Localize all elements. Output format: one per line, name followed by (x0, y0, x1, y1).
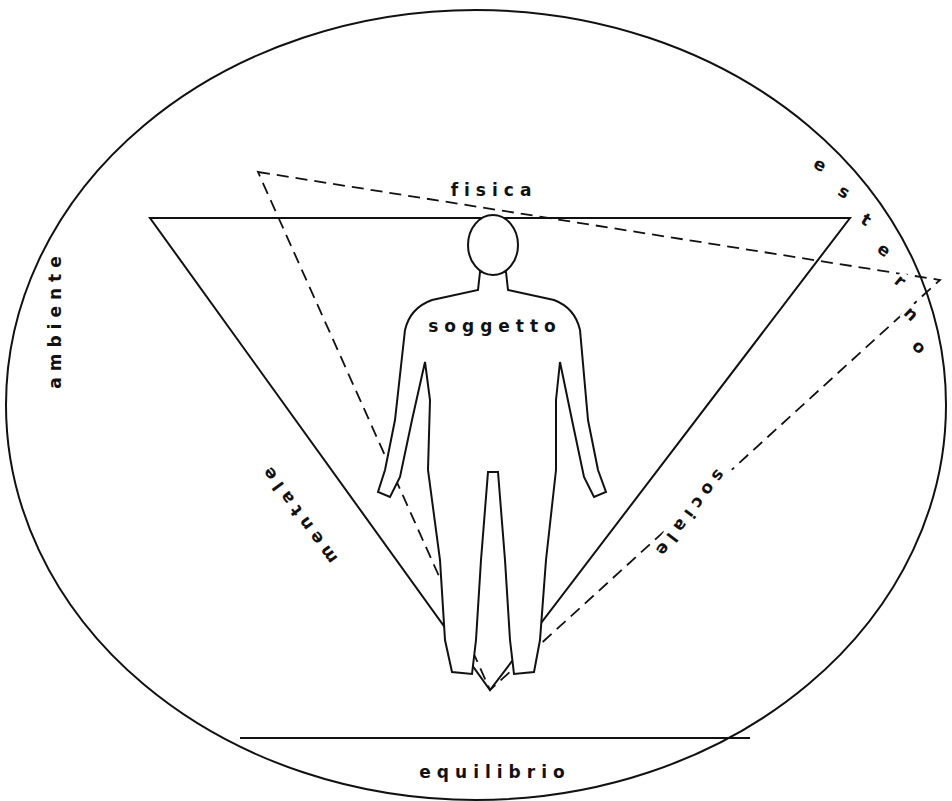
human-figure (378, 272, 606, 674)
arc-letter: e (873, 239, 895, 262)
subject-label: soggetto (420, 317, 564, 336)
dashed-triangle (258, 172, 940, 690)
arc-letter: o (908, 335, 931, 358)
dimension-label: fisica (443, 181, 540, 200)
dimension-label: mentale (254, 457, 346, 574)
dimension-label: sociale (647, 459, 734, 565)
arc-letter: e (810, 154, 831, 177)
environment-label: ambiente (46, 248, 65, 396)
arc-letter: n (900, 302, 923, 325)
arc-letter: t (857, 210, 876, 231)
arc-letter: r (889, 271, 909, 292)
balance-label: equilibrio (411, 763, 572, 782)
solid-triangle (150, 218, 850, 690)
human-head (468, 215, 518, 275)
arc-letter: s (834, 181, 854, 204)
base-line (240, 737, 750, 739)
environment-ellipse (6, 10, 946, 800)
